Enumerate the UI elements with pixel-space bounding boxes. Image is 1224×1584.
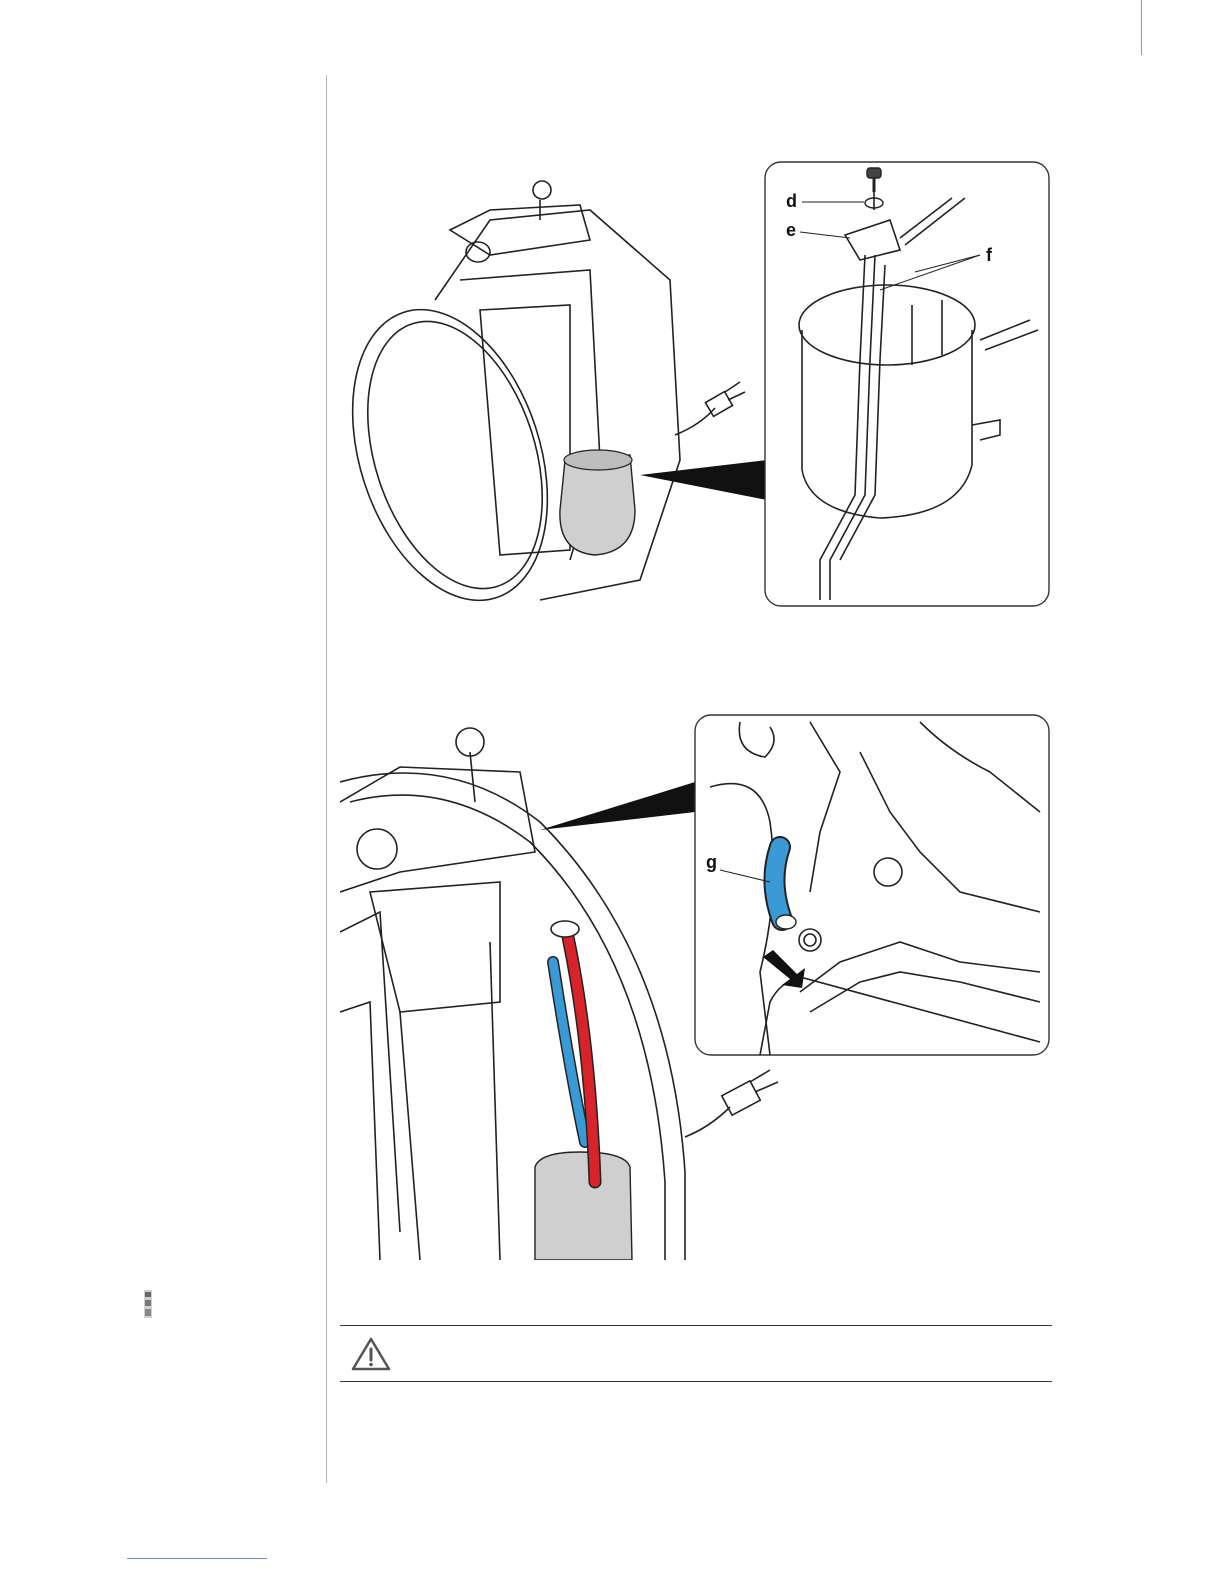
page-marker-icon — [143, 1290, 153, 1318]
boiler-wiring-illustration: d e f — [340, 160, 1052, 610]
callout-g: g — [706, 852, 717, 872]
warning-triangle-icon — [350, 1336, 392, 1372]
left-column-rule — [326, 75, 327, 1483]
top-page-rule — [1141, 0, 1142, 55]
bottom-page-rule — [127, 1558, 267, 1559]
callout-e: e — [786, 220, 796, 240]
callout-f: f — [986, 245, 993, 265]
warning-box — [340, 1325, 1052, 1382]
callout-d: d — [786, 191, 797, 211]
tube-connection-figure: g — [340, 712, 1052, 1260]
boiler-wiring-figure: d e f — [340, 160, 1052, 610]
tube-connection-illustration: g — [340, 712, 1052, 1260]
